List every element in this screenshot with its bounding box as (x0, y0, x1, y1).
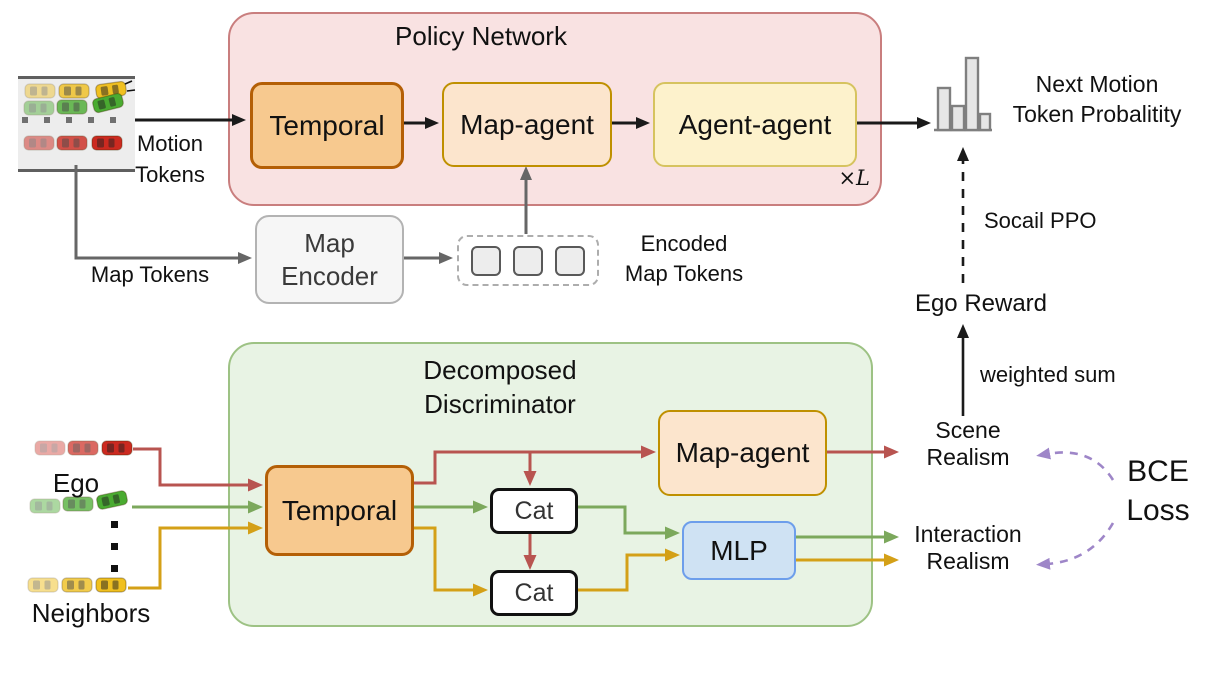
mlp-label: MLP (710, 534, 768, 566)
ego-reward-label: Ego Reward (914, 290, 1048, 317)
map-encoder-block: Map Encoder (255, 215, 404, 304)
encoded-map-tokens-label: Encoded Map Tokens (624, 231, 744, 286)
yellow-neighbor-input-arrow (128, 521, 263, 590)
cat1-to-mlp-green-arrow (572, 505, 680, 540)
neighbors-label: Neighbors (31, 598, 151, 628)
cat2-block: Cat (490, 570, 578, 616)
policy-map-agent-label: Map-agent (460, 108, 594, 140)
weighted-sum-label: weighted sum (980, 362, 1116, 387)
temporal-to-mapagent-red-arrow (408, 445, 656, 485)
map-token-square (471, 245, 501, 276)
discriminator-temporal-label: Temporal (281, 494, 398, 526)
repeat-l-label: ×L (838, 166, 870, 190)
map-tokens-arrow (74, 165, 252, 264)
policy-network-title: Policy Network (395, 21, 567, 51)
scene-yellow-car-row (24, 80, 136, 100)
neighbor-yellow-car-row (27, 577, 127, 593)
discriminator-map-agent-label: Map-agent (675, 437, 810, 468)
discriminator-temporal-block: Temporal (265, 465, 414, 556)
scene-realism-label: Scene Realism (926, 417, 1010, 471)
bce-loss-label: BCE Loss (1126, 455, 1190, 527)
map-tokens-label: Map Tokens (90, 262, 210, 287)
skid-marks (124, 80, 136, 92)
policy-agent-agent-label: Agent-agent (678, 108, 832, 140)
cat1-block: Cat (490, 488, 578, 534)
scene-red-car-row (23, 135, 123, 151)
cat2-to-mlp-yellow-arrow (572, 548, 680, 592)
scene-lane-dashes (22, 117, 116, 123)
decomposed-discriminator-title: Decomposed Discriminator (423, 355, 577, 419)
cat2-label: Cat (514, 578, 554, 607)
social-ppo-label: Socail PPO (984, 208, 1097, 233)
ego-input-arrow (133, 447, 263, 492)
policy-temporal-label: Temporal (269, 109, 385, 141)
discriminator-map-agent-block: Map-agent (658, 410, 827, 496)
map-token-square (513, 245, 543, 276)
map-encoder-label: Map Encoder (281, 228, 378, 291)
vertical-ellipsis (111, 521, 118, 572)
next-motion-token-probability-label: Next Motion Token Probalitity (1012, 71, 1182, 127)
motion-tokens-label: Motion Tokens (135, 131, 205, 188)
bce-to-scene-dashed-arrow (1036, 447, 1115, 481)
policy-map-agent-block: Map-agent (442, 82, 612, 167)
cat1-label: Cat (514, 496, 554, 525)
mlp-block: MLP (682, 521, 796, 580)
temporal-to-cat2-yellow-arrow (408, 526, 488, 597)
ego-label: Ego (52, 468, 100, 498)
map-token-square (555, 245, 585, 276)
interaction-realism-label: Interaction Realism (914, 521, 1022, 575)
policy-agent-agent-block: Agent-agent (653, 82, 857, 167)
probability-bars-icon (934, 56, 992, 132)
encoded-map-tokens-box (457, 235, 599, 286)
ego-car-row (34, 440, 133, 456)
policy-temporal-block: Temporal (250, 82, 404, 169)
